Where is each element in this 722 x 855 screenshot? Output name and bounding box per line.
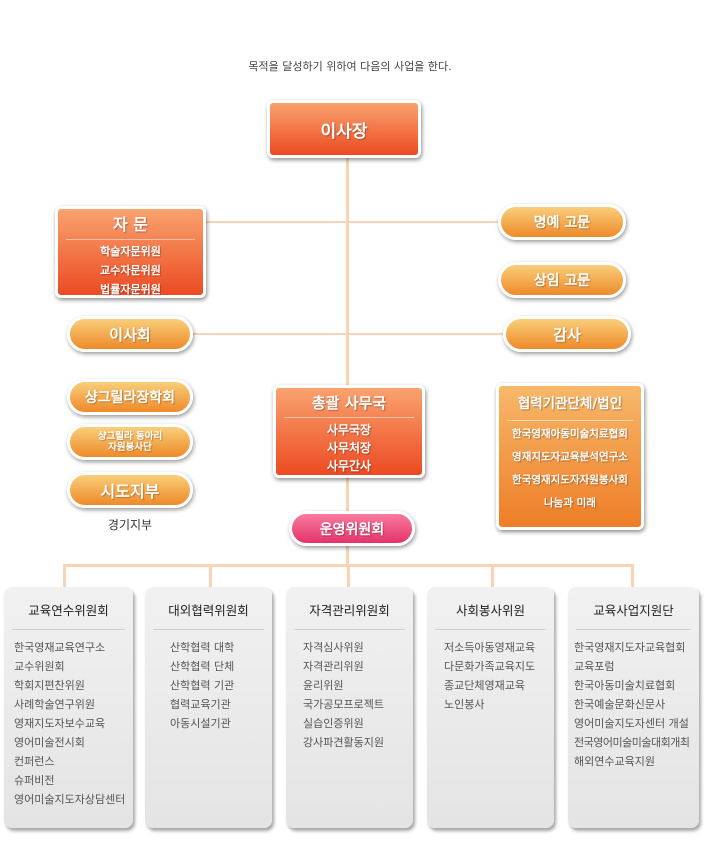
committee-item: 교육포럼 xyxy=(574,660,615,673)
committee-item: 국가공모프로젝트 xyxy=(303,698,384,711)
auditor-pill: 감사 xyxy=(503,316,631,352)
committee-item: 해외연수교육지원 xyxy=(574,755,655,768)
chairman-box: 이사장 xyxy=(267,100,421,158)
committee-title: 교육사업지원단 xyxy=(576,587,691,630)
advisory-item: 법률자문위원 xyxy=(100,283,161,296)
committee-item: 사례학술연구위원 xyxy=(14,698,95,711)
committee-title: 교육연수위원회 xyxy=(12,587,125,630)
volunteer-line: 샹그릴라 동아리 xyxy=(97,431,163,442)
committee-item: 윤리위원 xyxy=(303,679,344,692)
connector-drop xyxy=(63,564,66,587)
committee-item: 자격관리위원 xyxy=(303,660,364,673)
secretariat-box: 총괄 사무국 사무국장 사무처장 사무간사 xyxy=(273,385,425,478)
board-pill: 이사회 xyxy=(67,316,193,352)
committee-item: 산학협력 기관 xyxy=(170,679,235,692)
committee-card: 사회봉사위원 저소득아동영재교육 다문화가족교육지도 종교단체영재교육 노인봉사 xyxy=(427,587,554,828)
committee-title: 사회봉사위원 xyxy=(435,587,546,630)
connector-drop xyxy=(209,564,212,587)
committee-item: 저소득아동영재교육 xyxy=(444,641,536,654)
committee-item: 다문화가족교육지도 xyxy=(444,660,536,673)
committee-item: 영어미술지도자센터 개설 xyxy=(574,717,689,730)
committee-item: 노인봉사 xyxy=(444,698,485,711)
partner-item: 나눔과 미래 xyxy=(544,497,596,509)
advisory-box: 자 문 학술자문위원 교수자문위원 법률자문위원 xyxy=(55,206,206,298)
advisory-item: 학술자문위원 xyxy=(100,245,161,258)
advisory-item: 교수자문위원 xyxy=(100,264,161,277)
committee-item: 산학협력 단체 xyxy=(170,660,235,673)
secretariat-item: 사무국장 xyxy=(326,423,372,437)
committee-item: 한국영재교육연구소 xyxy=(14,641,106,654)
committee-card: 교육연수위원회 한국영재교육연구소 교수위원회 학회지편찬위원 사례학술연구위원… xyxy=(4,587,133,828)
committee-item: 아동시설기관 xyxy=(170,717,231,730)
scholarship-pill: 샹그릴라장학회 xyxy=(67,379,193,415)
connector-drop xyxy=(491,564,494,587)
committee-item: 전국영어미술미술대회개최 xyxy=(574,736,690,749)
secretariat-title: 총괄 사무국 xyxy=(284,388,414,418)
committee-title: 대외협력위원회 xyxy=(153,587,264,630)
volunteer-line: 자원봉사단 xyxy=(108,442,152,453)
partners-box: 협력기관단체/법인 한국영재아동미술치료협회 영재지도자교육분석연구소 한국영재… xyxy=(496,383,644,530)
committee-item: 자격심사위원 xyxy=(303,641,364,654)
committee-item: 영어미술전시회 xyxy=(14,736,85,749)
committee-card: 교육사업지원단 한국영재지도자교육협회 교육포럼 한국아동미술치료협회 한국예술… xyxy=(568,587,699,828)
committee-item: 한국영재지도자교육협회 xyxy=(574,641,686,654)
committee-item: 교수위원회 xyxy=(14,660,65,673)
committee-item: 강사파견활동지원 xyxy=(303,736,384,749)
partners-title: 협력기관단체/법인 xyxy=(507,386,633,421)
committee-item: 슈퍼비전 xyxy=(14,774,55,787)
committee-item: 한국예술문화신문사 xyxy=(574,698,666,711)
committee-item: 산학협력 대학 xyxy=(170,641,235,654)
connector-board xyxy=(193,333,505,335)
committee-item: 종교단체영재교육 xyxy=(444,679,525,692)
standing-advisor-pill: 상임 고문 xyxy=(498,262,626,298)
committee-item: 학회지편찬위원 xyxy=(14,679,85,692)
committee-item: 영어미술지도자상담센터 xyxy=(14,793,126,806)
connector-advisory xyxy=(206,221,500,223)
connector-main xyxy=(346,158,349,566)
secretariat-item: 사무처장 xyxy=(326,441,372,455)
honorary-advisor-pill: 명예 고문 xyxy=(498,204,626,240)
steering-committee-pill: 운영위원회 xyxy=(289,511,415,546)
committee-item: 실습인증위원 xyxy=(303,717,364,730)
committee-item: 영재지도자보수교육 xyxy=(14,717,106,730)
committee-card: 대외협력위원회 산학협력 대학 산학협력 단체 산학협력 기관 협력교육기관 아… xyxy=(145,587,272,828)
committee-card: 자격관리위원회 자격심사위원 자격관리위원 윤리위원 국가공모프로젝트 실습인증… xyxy=(286,587,413,828)
committee-item: 컨퍼런스 xyxy=(14,755,55,768)
partner-item: 한국영재지도자자원봉사회 xyxy=(512,474,628,486)
committee-item: 한국아동미술치료협회 xyxy=(574,679,676,692)
branch-pill: 시도지부 xyxy=(67,472,193,508)
partner-item: 영재지도자교육분석연구소 xyxy=(512,451,628,463)
branch-sub-label: 경기지부 xyxy=(107,518,153,532)
connector-drop xyxy=(347,564,350,587)
intro-text: 목적을 달성하기 위하여 다음의 사업을 한다. xyxy=(248,60,452,73)
secretariat-item: 사무간사 xyxy=(326,459,372,473)
partner-item: 한국영재아동미술치료협회 xyxy=(512,428,628,440)
volunteer-pill: 샹그릴라 동아리 자원봉사단 xyxy=(67,424,193,460)
committee-title: 자격관리위원회 xyxy=(294,587,405,630)
advisory-title: 자 문 xyxy=(66,209,195,240)
committee-item: 협력교육기관 xyxy=(170,698,231,711)
connector-drop xyxy=(631,564,634,587)
